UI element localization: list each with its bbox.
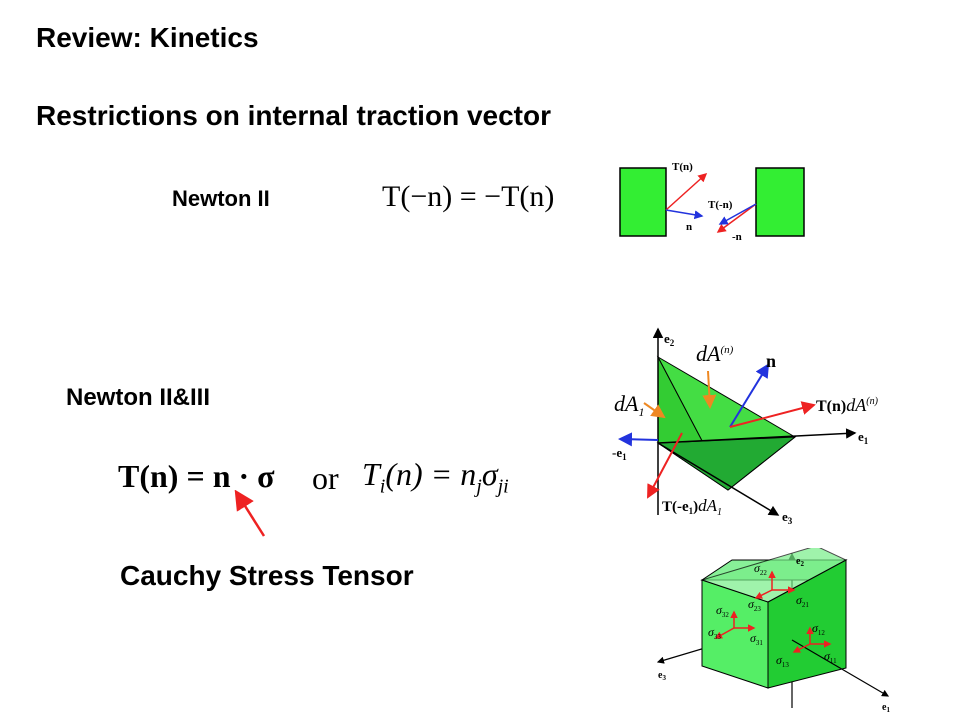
- label-dA1: dA1: [614, 391, 644, 419]
- label-sigma32: σ32: [716, 603, 729, 619]
- tetrahedron-figure: e2 e1 e3 -e1 dA(n) n dA1 T(n)dA(n) T(-e1…: [612, 327, 879, 526]
- label-Tneg-dA1: T(-e1)dA1: [662, 496, 722, 518]
- label-T-n: T(n): [672, 161, 693, 173]
- equation-newton2: T(−n) = −T(n): [382, 180, 554, 214]
- newton23-label: Newton II&III: [66, 384, 210, 411]
- cube-label-e1: e1: [882, 702, 890, 714]
- slide-title: Review: Kinetics: [36, 22, 259, 53]
- label-sigma22: σ22: [754, 561, 767, 577]
- label-e2: e2: [664, 331, 675, 348]
- eq1-rhs: = −T(n): [459, 180, 555, 213]
- eq3-T: T: [362, 456, 380, 492]
- label-sigma31: σ31: [750, 631, 763, 647]
- eq3-sigma: σ: [481, 456, 498, 492]
- cauchy-label: Cauchy Stress Tensor: [120, 560, 414, 591]
- eq3-i: i: [379, 475, 386, 498]
- label-sigma13: σ13: [776, 653, 789, 669]
- label-T-neg-n: T(-n): [708, 199, 733, 211]
- label-sigma11: σ11: [824, 649, 837, 665]
- eq2-lhs: T(n): [118, 458, 179, 494]
- eq3-ji: ji: [497, 475, 509, 498]
- label-Tn-dAn: T(n)dA(n): [816, 395, 879, 415]
- newton2-label: Newton II: [172, 186, 270, 211]
- label-e3: e3: [782, 509, 793, 526]
- label-sigma23: σ23: [748, 597, 761, 613]
- or-text: or: [312, 460, 339, 496]
- label-n: n: [686, 221, 692, 233]
- label-dAn: dA(n): [696, 341, 734, 366]
- eq3-j: j: [476, 475, 482, 498]
- stress-cube-figure: e2 e3 e1 σ22 σ23 σ21 σ32 σ33 σ31 σ12 σ11…: [656, 548, 890, 714]
- eq1-lhs: T(−n): [382, 180, 453, 213]
- block-left: [619, 167, 667, 237]
- label-neg-e1: -e1: [612, 445, 627, 462]
- newton2-figure: T(n) T(-n) n -n: [619, 161, 805, 243]
- slide-subtitle: Restrictions on internal traction vector: [36, 100, 551, 131]
- cube-label-e2: e2: [796, 556, 804, 568]
- label-sigma33: σ33: [708, 625, 721, 641]
- label-e1: e1: [858, 429, 869, 446]
- label-sigma21: σ21: [796, 593, 809, 609]
- cube-label-e3: e3: [658, 670, 666, 682]
- equation-cauchy-index: Ti(n) = njσji: [362, 456, 509, 498]
- label-neg-n: -n: [732, 231, 742, 243]
- block-right: [755, 167, 805, 237]
- pointer-arrow: [234, 490, 266, 537]
- eq3-mid: (n) = n: [385, 456, 477, 492]
- label-sigma12: σ12: [812, 621, 825, 637]
- equation-cauchy-vector: T(n) = n · σ: [118, 458, 275, 495]
- label-n-vec: n: [766, 351, 776, 371]
- eq2-rhs: = n · σ: [186, 458, 275, 494]
